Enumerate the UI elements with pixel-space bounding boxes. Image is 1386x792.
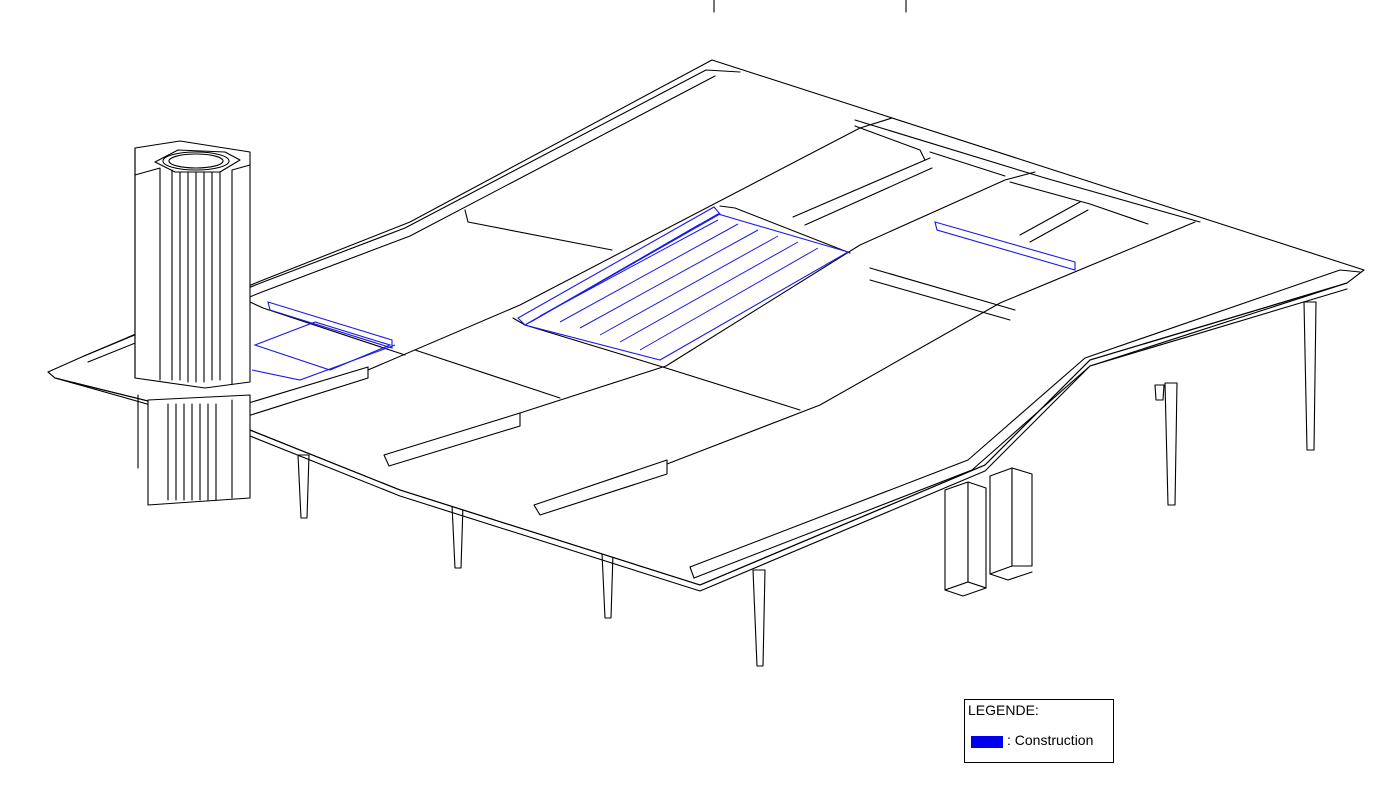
deck-slab: [47, 59, 1365, 592]
legend-box: LEGENDE: : Construction: [964, 699, 1114, 763]
frame-marks: [713, 0, 907, 13]
beams: [249, 125, 1149, 411]
legend-title: LEGENDE:: [968, 702, 1039, 718]
wall-piers: [944, 467, 1033, 597]
construction-hatched-zone: [517, 206, 850, 361]
construction-frames: [251, 221, 1076, 381]
legend-label-construction: : Construction: [1007, 732, 1094, 748]
tower-shaft: [134, 140, 251, 506]
construction-swatch: [971, 736, 1003, 748]
